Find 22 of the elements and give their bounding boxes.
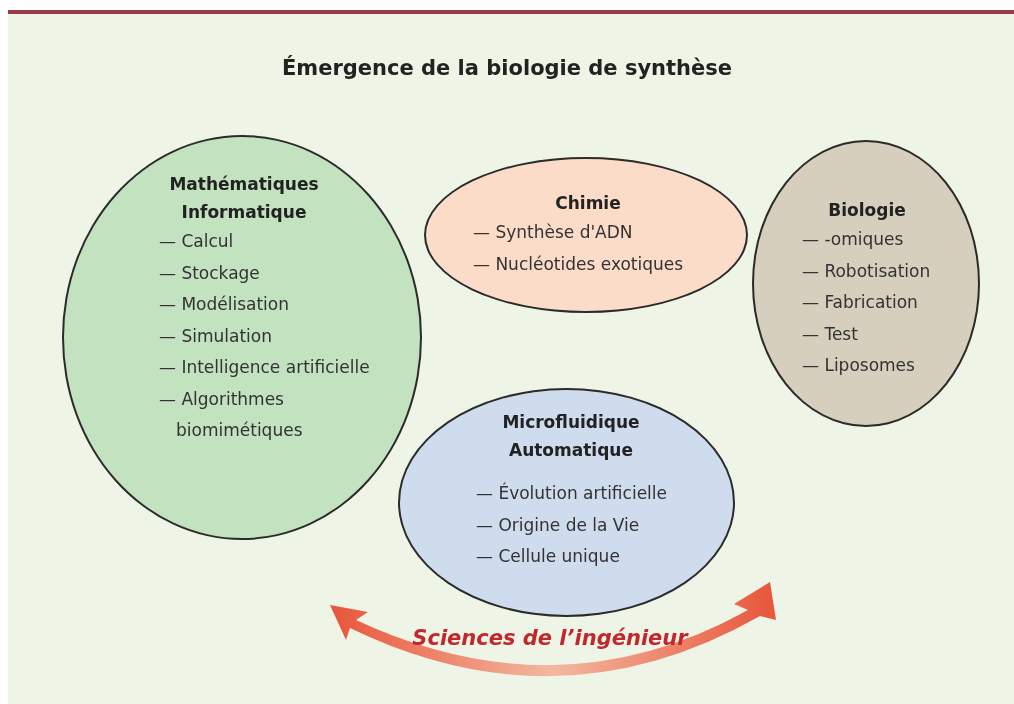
list-item: — Cellule unique xyxy=(476,545,621,568)
list-item: — Test xyxy=(802,322,859,346)
list-item: — Robotisation xyxy=(802,259,932,283)
list-item: — Algorithmes biomimétiques xyxy=(159,387,304,442)
topic-heading: Mathématiques Informatique xyxy=(168,173,320,224)
list-item: — Intelligence artificielle xyxy=(159,356,371,379)
list-item: — Synthèse d'ADN xyxy=(473,221,634,244)
list-item: — Stockage xyxy=(159,261,261,285)
list-item: — -omiques xyxy=(802,228,905,251)
list-item: — Fabrication xyxy=(802,291,919,314)
topic-heading: Chimie xyxy=(554,192,622,215)
topic-heading: Biologie xyxy=(827,199,907,222)
list-item: — Calcul xyxy=(159,230,235,253)
topic-heading: Microfluidique Automatique xyxy=(501,411,641,462)
list-item: — Évolution artificielle xyxy=(476,481,667,505)
list-item: — Simulation xyxy=(159,324,273,348)
arrow-caption: Sciences de l’ingénieur xyxy=(411,626,690,650)
list-item: — Origine de la Vie xyxy=(476,513,641,537)
list-item: — Modélisation xyxy=(159,293,290,316)
list-item: — Nucléotides exotiques xyxy=(473,252,685,276)
list-item: — Liposomes xyxy=(802,354,916,377)
diagram-title: Émergence de la biologie de synthèse xyxy=(280,56,734,80)
